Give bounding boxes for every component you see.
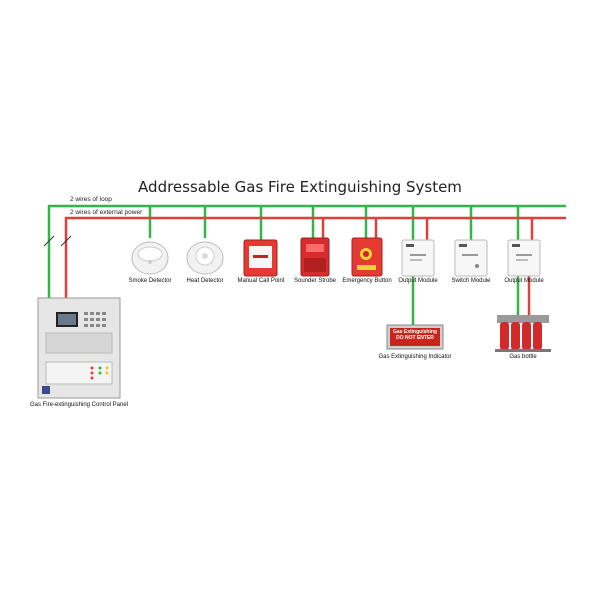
- loop-wire: [47, 204, 566, 325]
- switch-module-icon: [454, 239, 488, 277]
- indicator-sign-line2: DO NOT ENTER: [396, 335, 434, 341]
- wire-count-marks: [43, 235, 72, 247]
- control-panel-label: Gas Fire-extinguishing Control Panel: [29, 402, 129, 408]
- emergency-button-label: Emergency Button: [342, 278, 392, 284]
- smoke-detector-label: Smoke Detector: [128, 278, 172, 284]
- sounder-strobe-icon: [300, 237, 330, 277]
- manual-call-point-label: Manual Call Point: [237, 278, 285, 284]
- gas-bottle-icon: [495, 315, 551, 352]
- gas-extinguishing-indicator-label: Gas Extinguishing Indicator: [378, 354, 452, 360]
- manual-call-point-icon: [243, 239, 278, 277]
- loop-wire-label: 2 wires of loop: [70, 196, 112, 203]
- switch-module-label: Switch Module: [451, 278, 491, 284]
- power-wire-label: 2 wires of external power: [70, 209, 143, 216]
- output-module-label: Output Module: [504, 278, 544, 284]
- heat-detector-label: Heat Detector: [186, 278, 224, 284]
- output-module-icon: [401, 239, 435, 277]
- indicator-sign-text: Gas Extinguishing DO NOT ENTER: [390, 329, 440, 341]
- indicator-sign-line1: Gas Extinguishing: [393, 329, 437, 335]
- power-wire: [64, 216, 566, 315]
- emergency-button-icon: [351, 237, 383, 277]
- output-module-label: Output Module: [398, 278, 438, 284]
- diagram-title: Addressable Gas Fire Extinguishing Syste…: [138, 178, 462, 196]
- gas-bottle-label: Gas bottle: [509, 354, 537, 360]
- gas-extinguishing-indicator-icon: [386, 324, 444, 350]
- output-module-icon: [507, 239, 541, 277]
- sounder-strobe-label: Sounder Strobe: [293, 278, 337, 284]
- control-panel-icon: [37, 297, 121, 399]
- smoke-detector-icon: [131, 241, 169, 275]
- heat-detector-icon: [186, 241, 224, 275]
